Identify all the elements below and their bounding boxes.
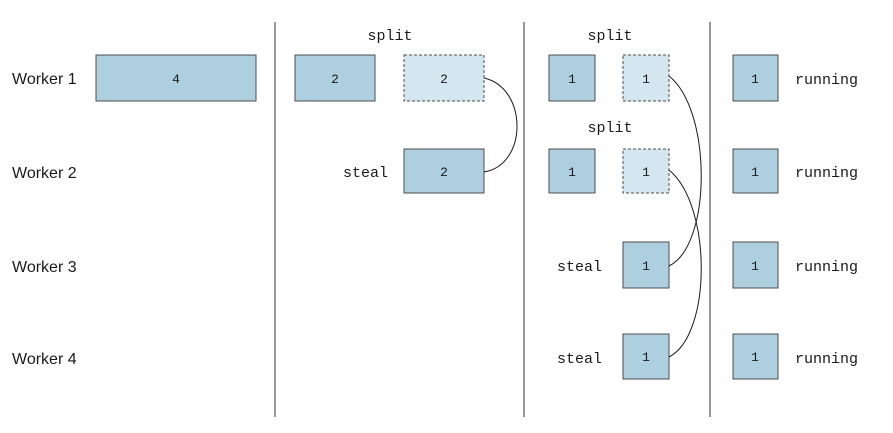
running-label-worker3: running: [795, 259, 858, 276]
worker-3-label: Worker 3: [12, 259, 77, 276]
task-block-1-w3-final: [732, 241, 779, 289]
task-value-1-w4-stolen: 1: [642, 350, 650, 365]
running-label-worker4: running: [795, 351, 858, 368]
task-block-1-w2-final: [732, 148, 779, 194]
worker-4-label: Worker 4: [12, 351, 77, 368]
split-label-stage3-mid: split: [587, 120, 632, 137]
task-value-4: 4: [172, 72, 180, 87]
task-value-1-w1-kept: 1: [568, 72, 576, 87]
task-value-2-stolen: 2: [440, 165, 448, 180]
steal-label-worker4: steal: [557, 351, 602, 368]
running-label-worker1: running: [795, 72, 858, 89]
task-value-1-w2-split-off: 1: [642, 165, 650, 180]
running-label-worker2: running: [795, 165, 858, 182]
task-block-2-kept: [294, 54, 376, 102]
task-value-1-w1-final: 1: [751, 72, 759, 87]
task-block-2-split-off: [403, 54, 485, 102]
task-value-1-w2-final: 1: [751, 165, 759, 180]
steal-arrow-w2-to-w4: [668, 169, 702, 358]
task-value-1-w3-stolen: 1: [642, 259, 650, 274]
task-value-1-w4-final: 1: [751, 350, 759, 365]
task-block-2-stolen: [403, 148, 485, 194]
task-value-2-split-off: 2: [440, 72, 448, 87]
steal-arrow-w1-to-w3: [668, 75, 702, 267]
worker-1-label: Worker 1: [12, 71, 77, 88]
task-block-1-w1-kept: [548, 54, 596, 102]
split-label-stage3-top: split: [587, 28, 632, 45]
split-label-stage2: split: [367, 28, 412, 45]
task-value-1-w2-kept: 1: [568, 165, 576, 180]
task-value-2-kept: 2: [331, 72, 339, 87]
task-value-1-w3-final: 1: [751, 259, 759, 274]
task-block-1-w1-final: [732, 54, 779, 102]
task-block-1-w2-split-off: [622, 148, 670, 194]
task-block-1-w3-stolen: [622, 241, 670, 289]
steal-label-worker2: steal: [343, 165, 388, 182]
steal-label-worker3: steal: [557, 259, 602, 276]
worker-2-label: Worker 2: [12, 165, 77, 182]
task-block-1-w2-kept: [548, 148, 596, 194]
task-value-1-w1-split-off: 1: [642, 72, 650, 87]
task-block-1-w4-final: [732, 333, 779, 380]
steal-arrow-stage2: [483, 77, 518, 173]
task-block-4: [95, 54, 257, 102]
task-block-1-w1-split-off: [622, 54, 670, 102]
